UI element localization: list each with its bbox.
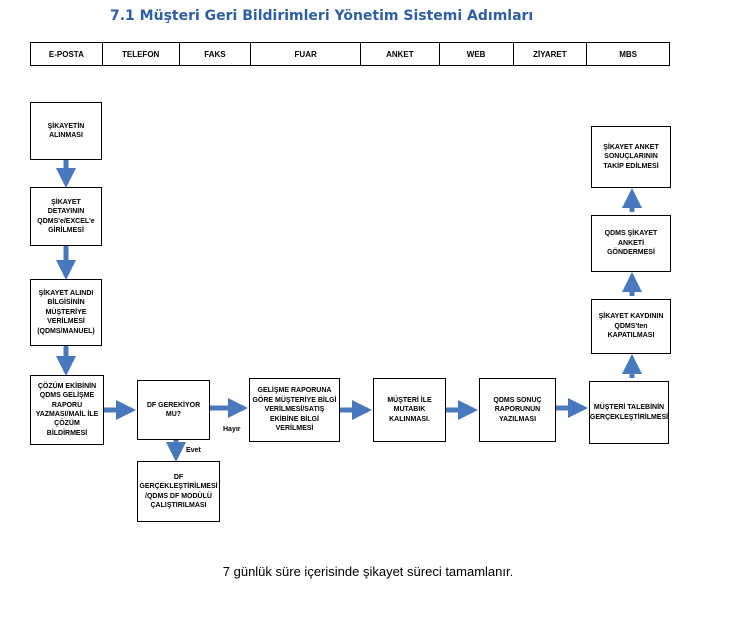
node-sikayet-detay-girilmesi: ŞİKAYET DETAYININ QDMS'e/EXCEL'e GİRİLME… [30, 187, 102, 246]
node-df-gerekiyor-mu: DF GEREKİYOR MU? [137, 380, 210, 440]
node-df-gerceklestirilmesi: DF GERÇEKLEŞTİRİLMESİ /QDMS DF MODÜLÜ ÇA… [137, 461, 220, 522]
channel-faks: FAKS [180, 43, 252, 65]
label-hayir: Hayır [223, 426, 241, 433]
node-musteriye-bilgi-verilmesi: ŞİKAYET ALINDI BİLGİSİNİN MÜŞTERİYE VERİ… [30, 279, 102, 346]
node-qdms-sikayet-anketi: QDMS ŞİKAYET ANKETİ GÖNDERMESİ [591, 215, 671, 272]
channel-telefon: TELEFON [103, 43, 180, 65]
node-sikayet-alinmasi: ŞİKAYETİN ALINMASI [30, 102, 102, 160]
channel-bar: E-POSTA TELEFON FAKS FUAR ANKET WEB ZİYA… [30, 42, 670, 66]
node-musteri-mutabik: MÜŞTERİ İLE MUTABIK KALINMASI. [373, 378, 446, 442]
channel-ziyaret: ZİYARET [514, 43, 588, 65]
node-musteri-talebi-gerceklestirilmesi: MÜŞTERİ TALEBİNİN GERÇEKLEŞTİRİLMESİ [589, 381, 669, 444]
channel-mbs: MBS [619, 49, 638, 59]
node-sikayet-kaydi-kapatilmasi: ŞİKAYET KAYDININ QDMS'ten KAPATILMASI [591, 299, 671, 354]
channel-fuar: FUAR [251, 43, 361, 65]
page-title: 7.1 Müşteri Geri Bildirimleri Yönetim Si… [110, 8, 534, 24]
node-cozum-ekibi-raporu: ÇÖZÜM EKİBİNİN QDMS GELİŞME RAPORU YAZMA… [30, 375, 104, 445]
channel-anket: ANKET [361, 43, 440, 65]
node-anket-sonuclari-takip: ŞİKAYET ANKET SONUÇLARININ TAKİP EDİLMES… [591, 126, 671, 188]
label-evet: Evet [186, 447, 201, 454]
channel-web: WEB [440, 43, 514, 65]
node-qdms-sonuc-raporu: QDMS SONUÇ RAPORUNUN YAZILMASI [479, 378, 556, 442]
node-gelisme-raporu-bilgi: GELİŞME RAPORUNA GÖRE MÜŞTERİYE BİLGİ VE… [249, 378, 340, 442]
channel-eposta: E-POSTA [31, 43, 103, 65]
footer-note: 7 günlük süre içerisinde şikayet süreci … [222, 564, 514, 579]
